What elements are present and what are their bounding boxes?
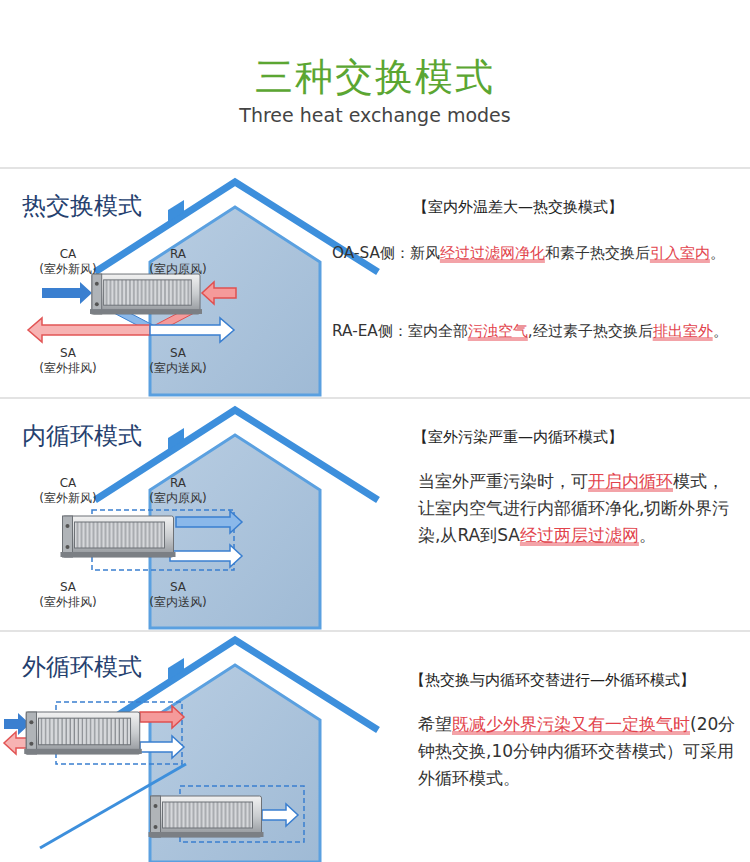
mode-heading: 内循环模式: [22, 420, 142, 452]
highlight: 经过过滤网净化: [440, 244, 545, 262]
page-title: 三种交换模式: [0, 52, 750, 103]
air-label: SA: [60, 346, 76, 360]
separator: [0, 397, 750, 399]
house: [168, 200, 184, 222]
air-arrow: [176, 511, 242, 533]
mode-subheading: 【室外污染严重—内循环模式】: [413, 428, 623, 447]
heat-exchanger-unit: [90, 274, 202, 314]
mode-subheading: 【室内外温差大—热交换模式】: [413, 198, 623, 217]
air-arrow: [150, 318, 234, 342]
mode-description: OA-SA侧：新风经过过滤网净化和素子热交换后引入室内。: [332, 240, 746, 267]
text-run: 希望: [418, 714, 452, 734]
mode-description: 当室外严重污染时，可开启内循环模式，让室内空气进行内部循环净化,切断外界污染,从…: [418, 468, 736, 549]
mode-heading: 外循环模式: [22, 651, 142, 683]
highlight: 排出室外: [653, 322, 713, 340]
air-label: RA: [170, 247, 186, 261]
mode-description: 希望既减少外界污染又有一定换气时(20分钟热交换,10分钟内循环交替模式）可采用…: [418, 711, 736, 792]
highlight: 既减少外界污染又有一定换气时: [452, 714, 690, 734]
air-label: CA: [60, 476, 77, 490]
air-arrow: [42, 282, 92, 304]
heat-exchanger-unit: [61, 516, 176, 557]
mode-panel: 内循环模式 【室外污染严重—内循环模式】当室外严重污染时，可开启内循环模式，让室内…: [0, 400, 750, 629]
highlight: 污浊空气: [468, 322, 528, 340]
text-run: RA-EA侧：室内全部: [332, 322, 468, 340]
highlight: 经过两层过滤网: [520, 525, 639, 545]
air-label: (室外排风): [39, 361, 96, 375]
air-label: (室外新风): [39, 491, 96, 505]
mode-panel: 热交换模式 【室内外温差大—热交换模式】 OA-SA侧：新风经过过滤网净化和素子热交…: [0, 170, 750, 396]
house: [168, 658, 184, 680]
air-label: CA: [60, 247, 77, 261]
mode-heading: 热交换模式: [22, 190, 142, 222]
separator: [0, 630, 750, 632]
highlight: 开启内循环: [588, 471, 673, 491]
subtitle: Three heat exchange modes: [239, 104, 510, 126]
highlight: 引入室内: [650, 244, 710, 262]
air-label: (室内原风): [149, 262, 206, 276]
air-label: SA: [170, 580, 186, 594]
air-label: SA: [60, 580, 76, 594]
text-run: 。: [639, 525, 656, 545]
air-label: SA: [170, 346, 186, 360]
separator: [0, 168, 750, 631]
air-label: (室内送风): [149, 361, 206, 375]
air-arrow: [140, 736, 184, 758]
air-arrow: [140, 706, 184, 728]
text-run: 。: [713, 322, 728, 340]
text-run: 和素子热交换后: [545, 244, 650, 262]
air-label: RA: [170, 476, 186, 490]
text-run: 。: [710, 244, 725, 262]
text-run: OA-SA侧：新风: [332, 244, 440, 262]
air-arrow: [262, 804, 298, 826]
text-run: 当室外严重污染时，可: [418, 471, 588, 491]
air-label: (室外排风): [39, 595, 96, 609]
house: [168, 428, 184, 450]
mode-panel: 外循环模式【热交换与内循环交替进行—外循环模式】希望既减少外界污染又有一定换气时…: [0, 633, 750, 862]
mode-subheading: 【热交换与内循环交替进行—外循环模式】: [410, 671, 695, 690]
air-arrow: [202, 282, 236, 304]
text-run: ,经过素子热交换后: [528, 322, 653, 340]
air-label: (室外新风): [39, 262, 96, 276]
house: [150, 435, 320, 628]
air-arrow: [170, 545, 242, 567]
separator: [0, 167, 750, 169]
heat-exchanger-unit: [24, 712, 142, 754]
heat-exchanger-unit: [149, 796, 264, 837]
air-arrow: [170, 511, 242, 567]
mode-description: RA-EA侧：室内全部污浊空气,经过素子热交换后排出室外。: [332, 318, 746, 345]
air-label: (室内原风): [149, 491, 206, 505]
air-arrow: [28, 318, 150, 342]
air-label: (室内送风): [149, 595, 206, 609]
